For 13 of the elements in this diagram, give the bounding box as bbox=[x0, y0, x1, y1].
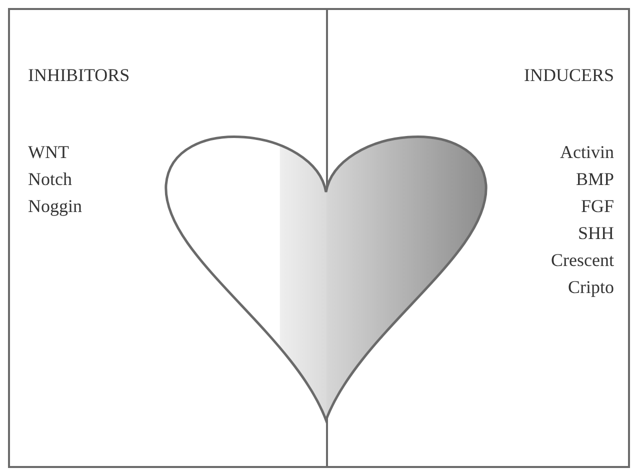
panel-heading: INHIBITORS bbox=[28, 65, 130, 86]
list-item: SHH bbox=[578, 223, 614, 244]
panel-heading: INDUCERS bbox=[524, 65, 614, 86]
list-item: Noggin bbox=[28, 196, 82, 217]
list-item: Crescent bbox=[551, 250, 614, 271]
list-item: FGF bbox=[580, 196, 614, 217]
list-item: BMP bbox=[576, 169, 614, 190]
list-item: Cripto bbox=[568, 277, 614, 298]
panel bbox=[8, 8, 328, 468]
list-item: WNT bbox=[28, 142, 69, 163]
list-item: Notch bbox=[28, 169, 72, 190]
list-item: Activin bbox=[560, 142, 614, 163]
panel bbox=[326, 8, 630, 468]
